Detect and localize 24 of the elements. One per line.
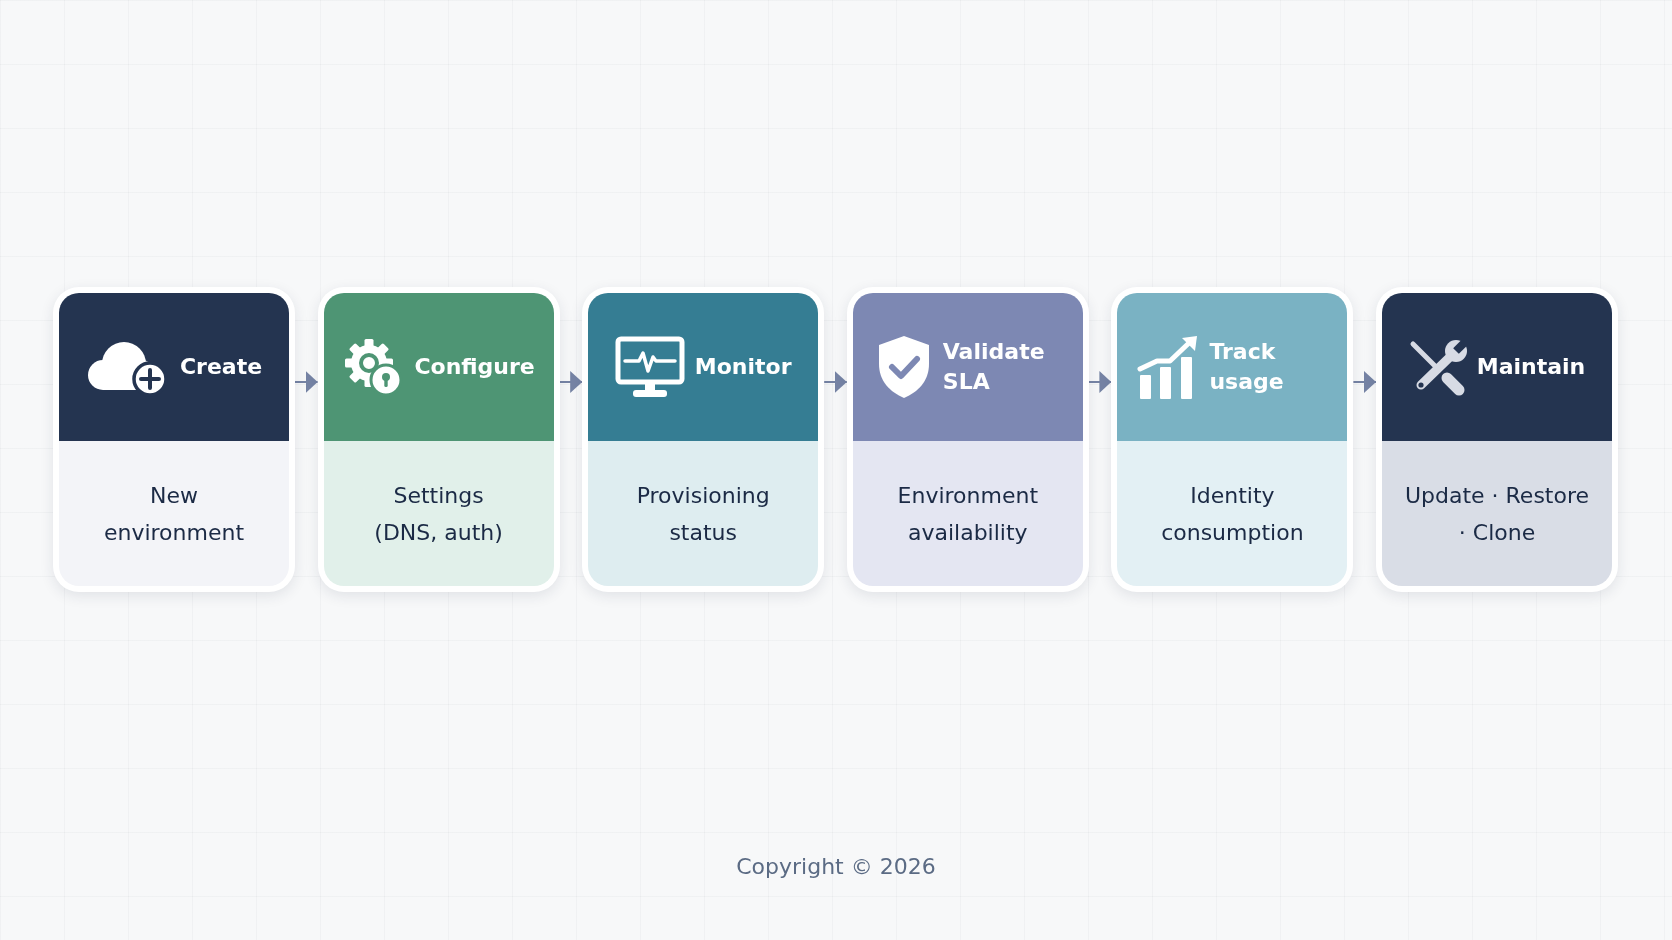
step-card	[53, 287, 295, 592]
step-card	[1376, 287, 1618, 592]
arrow	[558, 371, 584, 393]
step-title: Monitor	[694, 353, 792, 381]
step-description: Environment availability	[896, 481, 1040, 547]
step-title: Track usage	[1209, 338, 1285, 396]
step-title: Configure	[414, 353, 535, 381]
copyright-text: Copyright © 2026	[736, 854, 936, 879]
step-description: Identity consumption	[1160, 481, 1305, 547]
step-description: New environment	[102, 481, 246, 547]
step-card	[846, 287, 1089, 592]
step-title: Validate SLA	[942, 338, 1046, 396]
step-description: Settings (DNS, auth)	[373, 481, 504, 547]
step-card	[1111, 287, 1354, 592]
arrow	[1352, 371, 1377, 393]
arrow	[1087, 371, 1113, 393]
step-card	[317, 287, 560, 592]
step-title: Maintain	[1476, 353, 1586, 381]
step-card	[582, 287, 825, 592]
step-description: Update · Restore · Clone	[1403, 481, 1591, 547]
step-title: Create	[179, 353, 263, 381]
arrow	[823, 371, 848, 393]
step-description: Provisioning status	[635, 481, 771, 547]
arrow	[294, 371, 319, 393]
